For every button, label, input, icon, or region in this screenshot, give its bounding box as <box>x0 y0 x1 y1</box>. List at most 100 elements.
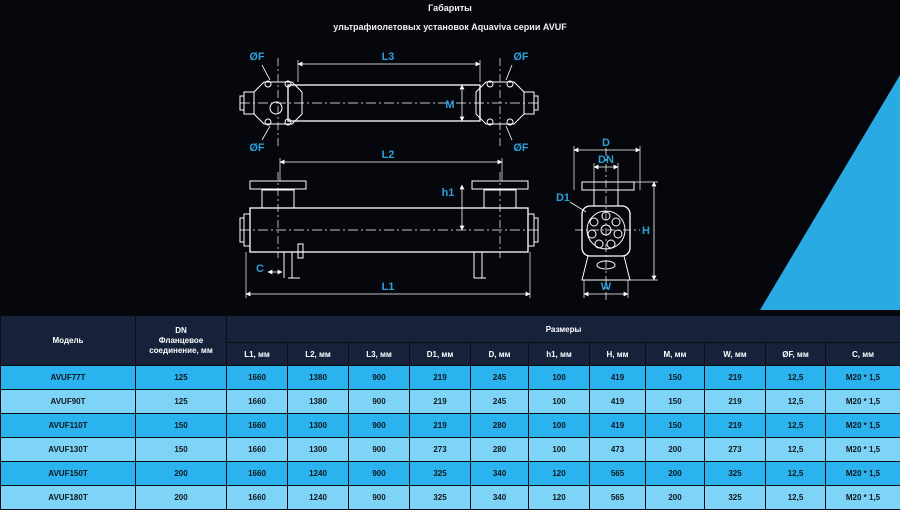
label-f-top-left: ØF <box>249 51 265 63</box>
table-cell: 200 <box>646 462 705 486</box>
table-cell: 565 <box>590 486 646 510</box>
table-cell: 120 <box>529 462 590 486</box>
table-cell: 200 <box>646 486 705 510</box>
column-header: D1, мм <box>410 343 471 366</box>
table-cell: 100 <box>529 390 590 414</box>
model-cell: AVUF110T <box>1 414 136 438</box>
top-view <box>240 58 540 148</box>
table-cell: 900 <box>349 366 410 390</box>
table-cell: 1380 <box>288 390 349 414</box>
table-cell: 12,5 <box>766 486 826 510</box>
table-cell: 1660 <box>227 486 288 510</box>
model-cell: AVUF180T <box>1 486 136 510</box>
table-cell: 219 <box>705 390 766 414</box>
table-cell: M20 * 1,5 <box>826 390 900 414</box>
table-cell: M20 * 1,5 <box>826 462 900 486</box>
table-cell: 245 <box>471 366 529 390</box>
table-cell: 219 <box>410 390 471 414</box>
dimensions-table: Модель DN Фланцевое соединение, мм Разме… <box>0 315 900 510</box>
table-cell: 1380 <box>288 366 349 390</box>
table-cell: 273 <box>705 438 766 462</box>
table-cell: 1240 <box>288 462 349 486</box>
table-cell: 100 <box>529 414 590 438</box>
table-cell: 280 <box>471 438 529 462</box>
dimension-drawing: ØF ØF ØF ØF L3 M L2 h1 C L1 D DN D1 H W <box>0 40 900 315</box>
table-cell: 150 <box>136 438 227 462</box>
table-cell: 12,5 <box>766 438 826 462</box>
table-cell: 419 <box>590 390 646 414</box>
table-cell: 125 <box>136 390 227 414</box>
model-header: Модель <box>1 316 136 366</box>
label-d: D <box>602 137 610 149</box>
table-cell: 419 <box>590 366 646 390</box>
table-cell: 150 <box>136 414 227 438</box>
table-cell: 1300 <box>288 438 349 462</box>
table-cell: 1660 <box>227 438 288 462</box>
table-cell: 340 <box>471 462 529 486</box>
column-header: ØF, мм <box>766 343 826 366</box>
table-cell: 12,5 <box>766 366 826 390</box>
table-cell: 280 <box>471 414 529 438</box>
label-l1: L1 <box>382 281 395 293</box>
table-cell: 200 <box>136 462 227 486</box>
label-h: H <box>642 225 650 237</box>
page-title: Габариты <box>0 3 900 13</box>
table-cell: 219 <box>705 366 766 390</box>
table-cell: 200 <box>136 486 227 510</box>
table-cell: 325 <box>705 486 766 510</box>
table-cell: 1660 <box>227 414 288 438</box>
table-cell: M20 * 1,5 <box>826 438 900 462</box>
model-cell: AVUF90T <box>1 390 136 414</box>
dimensions-group-header: Размеры <box>227 316 900 343</box>
label-h1: h1 <box>442 187 455 199</box>
table-cell: 325 <box>410 462 471 486</box>
label-m: M <box>445 99 454 111</box>
table-cell: 473 <box>590 438 646 462</box>
table-cell: M20 * 1,5 <box>826 366 900 390</box>
model-cell: AVUF130T <box>1 438 136 462</box>
column-header: L1, мм <box>227 343 288 366</box>
table-cell: 219 <box>410 366 471 390</box>
table-cell: 325 <box>705 462 766 486</box>
table-cell: 100 <box>529 366 590 390</box>
table-cell: 100 <box>529 438 590 462</box>
table-cell: 200 <box>646 438 705 462</box>
table-cell: 900 <box>349 462 410 486</box>
label-c: C <box>256 263 264 275</box>
column-header: L3, мм <box>349 343 410 366</box>
label-f-bottom-left: ØF <box>249 142 265 154</box>
model-cell: AVUF150T <box>1 462 136 486</box>
table-cell: 900 <box>349 414 410 438</box>
table-cell: 1660 <box>227 390 288 414</box>
table-cell: 1660 <box>227 366 288 390</box>
table-cell: 900 <box>349 438 410 462</box>
table-cell: 12,5 <box>766 390 826 414</box>
label-d1: D1 <box>556 192 570 204</box>
front-view <box>240 158 540 298</box>
label-dn: DN <box>598 154 614 166</box>
label-l2: L2 <box>382 149 395 161</box>
column-header: M, мм <box>646 343 705 366</box>
table-cell: 150 <box>646 366 705 390</box>
label-l3: L3 <box>382 51 395 63</box>
table-cell: 12,5 <box>766 462 826 486</box>
label-w: W <box>601 281 612 293</box>
table-cell: 273 <box>410 438 471 462</box>
label-f-top-right: ØF <box>513 51 529 63</box>
table-cell: 900 <box>349 486 410 510</box>
column-header: H, мм <box>590 343 646 366</box>
column-header: D, мм <box>471 343 529 366</box>
table-cell: 1660 <box>227 462 288 486</box>
table-cell: 340 <box>471 486 529 510</box>
table-cell: 219 <box>410 414 471 438</box>
table-cell: 120 <box>529 486 590 510</box>
label-f-bottom-right: ØF <box>513 142 529 154</box>
table-cell: 245 <box>471 390 529 414</box>
